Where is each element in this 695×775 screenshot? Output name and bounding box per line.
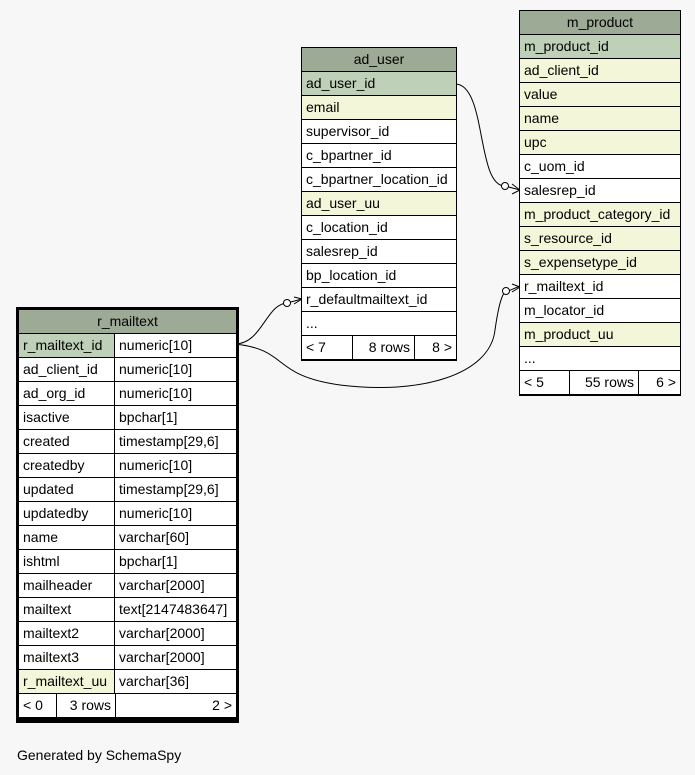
column-name[interactable]: r_mailtext_id [19, 334, 114, 357]
column-name[interactable]: r_mailtext_uu [19, 670, 114, 693]
column-name[interactable]: ad_user_uu [302, 192, 456, 215]
row-count: 55 rows [570, 371, 638, 394]
column-type: numeric[10] [115, 334, 236, 357]
parents-link[interactable]: < 7 [302, 336, 352, 359]
edge-end-circle [501, 182, 509, 190]
row-count: 8 rows [353, 336, 414, 359]
column-name[interactable]: bp_location_id [302, 264, 456, 287]
column-name[interactable]: r_mailtext_id [520, 275, 680, 298]
column-name[interactable]: ishtml [19, 550, 114, 573]
column-name[interactable]: created [19, 430, 114, 453]
row-count: 3 rows [57, 694, 115, 717]
column-name[interactable]: m_product_id [520, 35, 680, 58]
column-type: varchar[36] [115, 670, 236, 693]
edge-end-circle [283, 299, 291, 307]
edge-r-mailtext-to-ad-user [234, 298, 303, 345]
column-name[interactable]: salesrep_id [520, 179, 680, 202]
parents-link[interactable]: < 5 [520, 371, 569, 394]
column-name[interactable]: s_expensetype_id [520, 251, 680, 274]
column-name[interactable]: createdby [19, 454, 114, 477]
column-name[interactable]: m_product_uu [520, 323, 680, 346]
table-title: m_product [520, 11, 680, 34]
column-name[interactable]: upc [520, 131, 680, 154]
generated-by-note: Generated by SchemaSpy [17, 747, 182, 763]
column-name[interactable]: c_uom_id [520, 155, 680, 178]
column-name[interactable]: mailheader [19, 574, 114, 597]
column-name[interactable]: c_bpartner_location_id [302, 168, 456, 191]
column-type: numeric[10] [115, 358, 236, 381]
column-name[interactable]: ... [302, 312, 456, 335]
column-type: varchar[2000] [115, 646, 236, 669]
column-name[interactable]: s_resource_id [520, 227, 680, 250]
column-type: timestamp[29,6] [115, 430, 236, 453]
column-type: numeric[10] [115, 382, 236, 405]
table-title: r_mailtext [19, 310, 236, 333]
column-name[interactable]: supervisor_id [302, 120, 456, 143]
column-type: numeric[10] [115, 502, 236, 525]
column-type: timestamp[29,6] [115, 478, 236, 501]
parents-link[interactable]: < 0 [19, 694, 56, 717]
column-type: varchar[60] [115, 526, 236, 549]
column-name[interactable]: c_location_id [302, 216, 456, 239]
column-type: numeric[10] [115, 454, 236, 477]
column-name[interactable]: email [302, 96, 456, 119]
column-name[interactable]: ad_user_id [302, 72, 456, 95]
column-name[interactable]: salesrep_id [302, 240, 456, 263]
column-name[interactable]: ... [520, 347, 680, 370]
column-name[interactable]: updated [19, 478, 114, 501]
column-name[interactable]: ad_client_id [19, 358, 114, 381]
column-name[interactable]: mailtext [19, 598, 114, 621]
column-name[interactable]: ad_org_id [19, 382, 114, 405]
column-name[interactable]: updatedby [19, 502, 114, 525]
table-title: ad_user [302, 48, 456, 71]
column-type: text[2147483647] [115, 598, 236, 621]
column-name[interactable]: m_locator_id [520, 299, 680, 322]
edge-ad-user-to-m-product-salesrep [454, 83, 521, 191]
children-link[interactable]: 2 > [116, 694, 236, 717]
column-type: varchar[2000] [115, 622, 236, 645]
column-name[interactable]: ad_client_id [520, 59, 680, 82]
column-name[interactable]: isactive [19, 406, 114, 429]
column-name[interactable]: r_defaultmailtext_id [302, 288, 456, 311]
column-type: bpchar[1] [115, 406, 236, 429]
column-name[interactable]: mailtext2 [19, 622, 114, 645]
edge-r-mailtext-to-m-product [234, 285, 521, 388]
column-type: varchar[2000] [115, 574, 236, 597]
column-name[interactable]: name [19, 526, 114, 549]
column-name[interactable]: mailtext3 [19, 646, 114, 669]
children-link[interactable]: 6 > [639, 371, 680, 394]
edge-end-circle [502, 287, 510, 295]
column-name[interactable]: name [520, 107, 680, 130]
children-link[interactable]: 8 > [415, 336, 456, 359]
column-name[interactable]: m_product_category_id [520, 203, 680, 226]
column-type: bpchar[1] [115, 550, 236, 573]
column-name[interactable]: c_bpartner_id [302, 144, 456, 167]
column-name[interactable]: value [520, 83, 680, 106]
